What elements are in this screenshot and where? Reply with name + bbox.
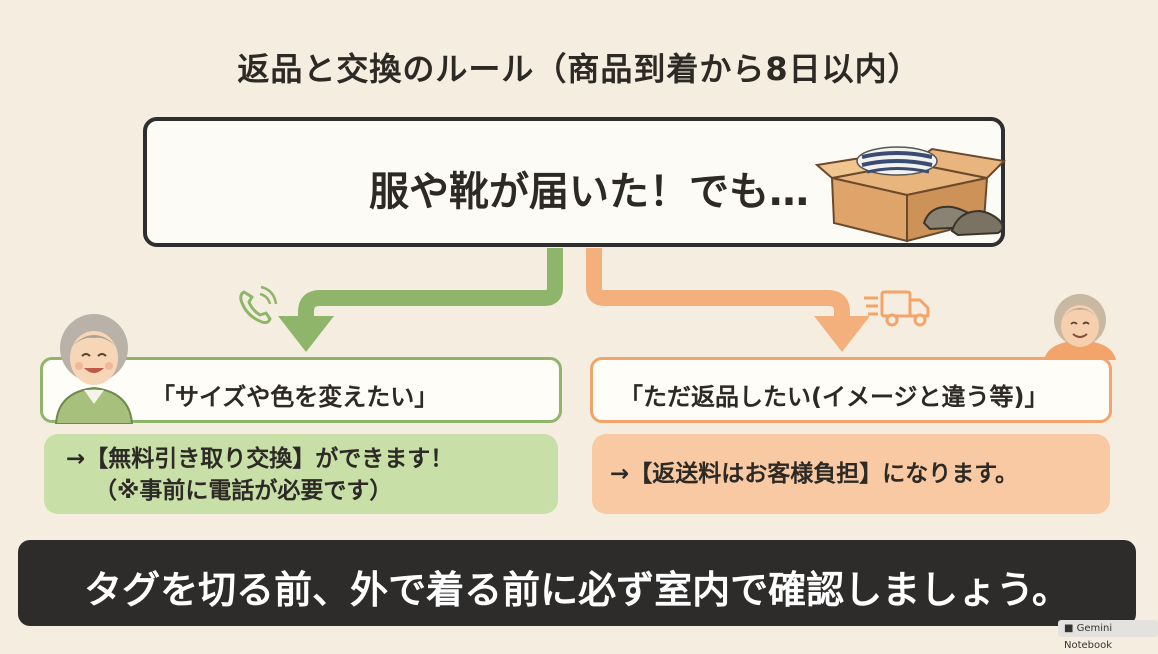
return-request-box: 「ただ返品したい(イメージと違う等)」 xyxy=(590,357,1112,423)
return-fee-line1: →【返送料はお客様負担】になります。 xyxy=(610,461,1018,487)
return-request-label: 「ただ返品したい(イメージと違う等)」 xyxy=(619,383,1049,411)
free-exchange-line2: （※事前に電話が必要です） xyxy=(94,478,393,504)
truck-icon xyxy=(864,290,930,327)
grandpa-avatar-icon xyxy=(1044,294,1116,360)
grandma-avatar-icon xyxy=(54,314,134,424)
notebook-icon: ■ xyxy=(1064,623,1074,634)
arrival-box: 服や靴が届いた！でも… xyxy=(143,117,1007,247)
page-title: 返品と交換のルール（商品到着から8日以内） xyxy=(237,50,921,88)
exchange-request-label: 「サイズや色を変えたい」 xyxy=(151,383,439,411)
exchange-request-box: 「サイズや色を変えたい」 xyxy=(40,357,562,423)
notebook-badge: ■ Gemini Notebook xyxy=(1058,620,1158,651)
phone-icon xyxy=(239,285,278,325)
footer-warning-text: タグを切る前、外で着る前に必ず室内で確認しましょう。 xyxy=(84,568,1070,612)
free-exchange-result: →【無料引き取り交換】ができます！ （※事前に電話が必要です） xyxy=(44,434,558,514)
box-clothes-shoes-icon xyxy=(814,146,1007,243)
return-fee-result: →【返送料はお客様負担】になります。 xyxy=(592,434,1110,514)
arrival-text: 服や靴が届いた！でも… xyxy=(369,169,809,215)
footer-warning-bar: タグを切る前、外で着る前に必ず室内で確認しましょう。 xyxy=(18,540,1136,626)
free-exchange-line1: →【無料引き取り交換】ができます！ xyxy=(66,446,454,472)
